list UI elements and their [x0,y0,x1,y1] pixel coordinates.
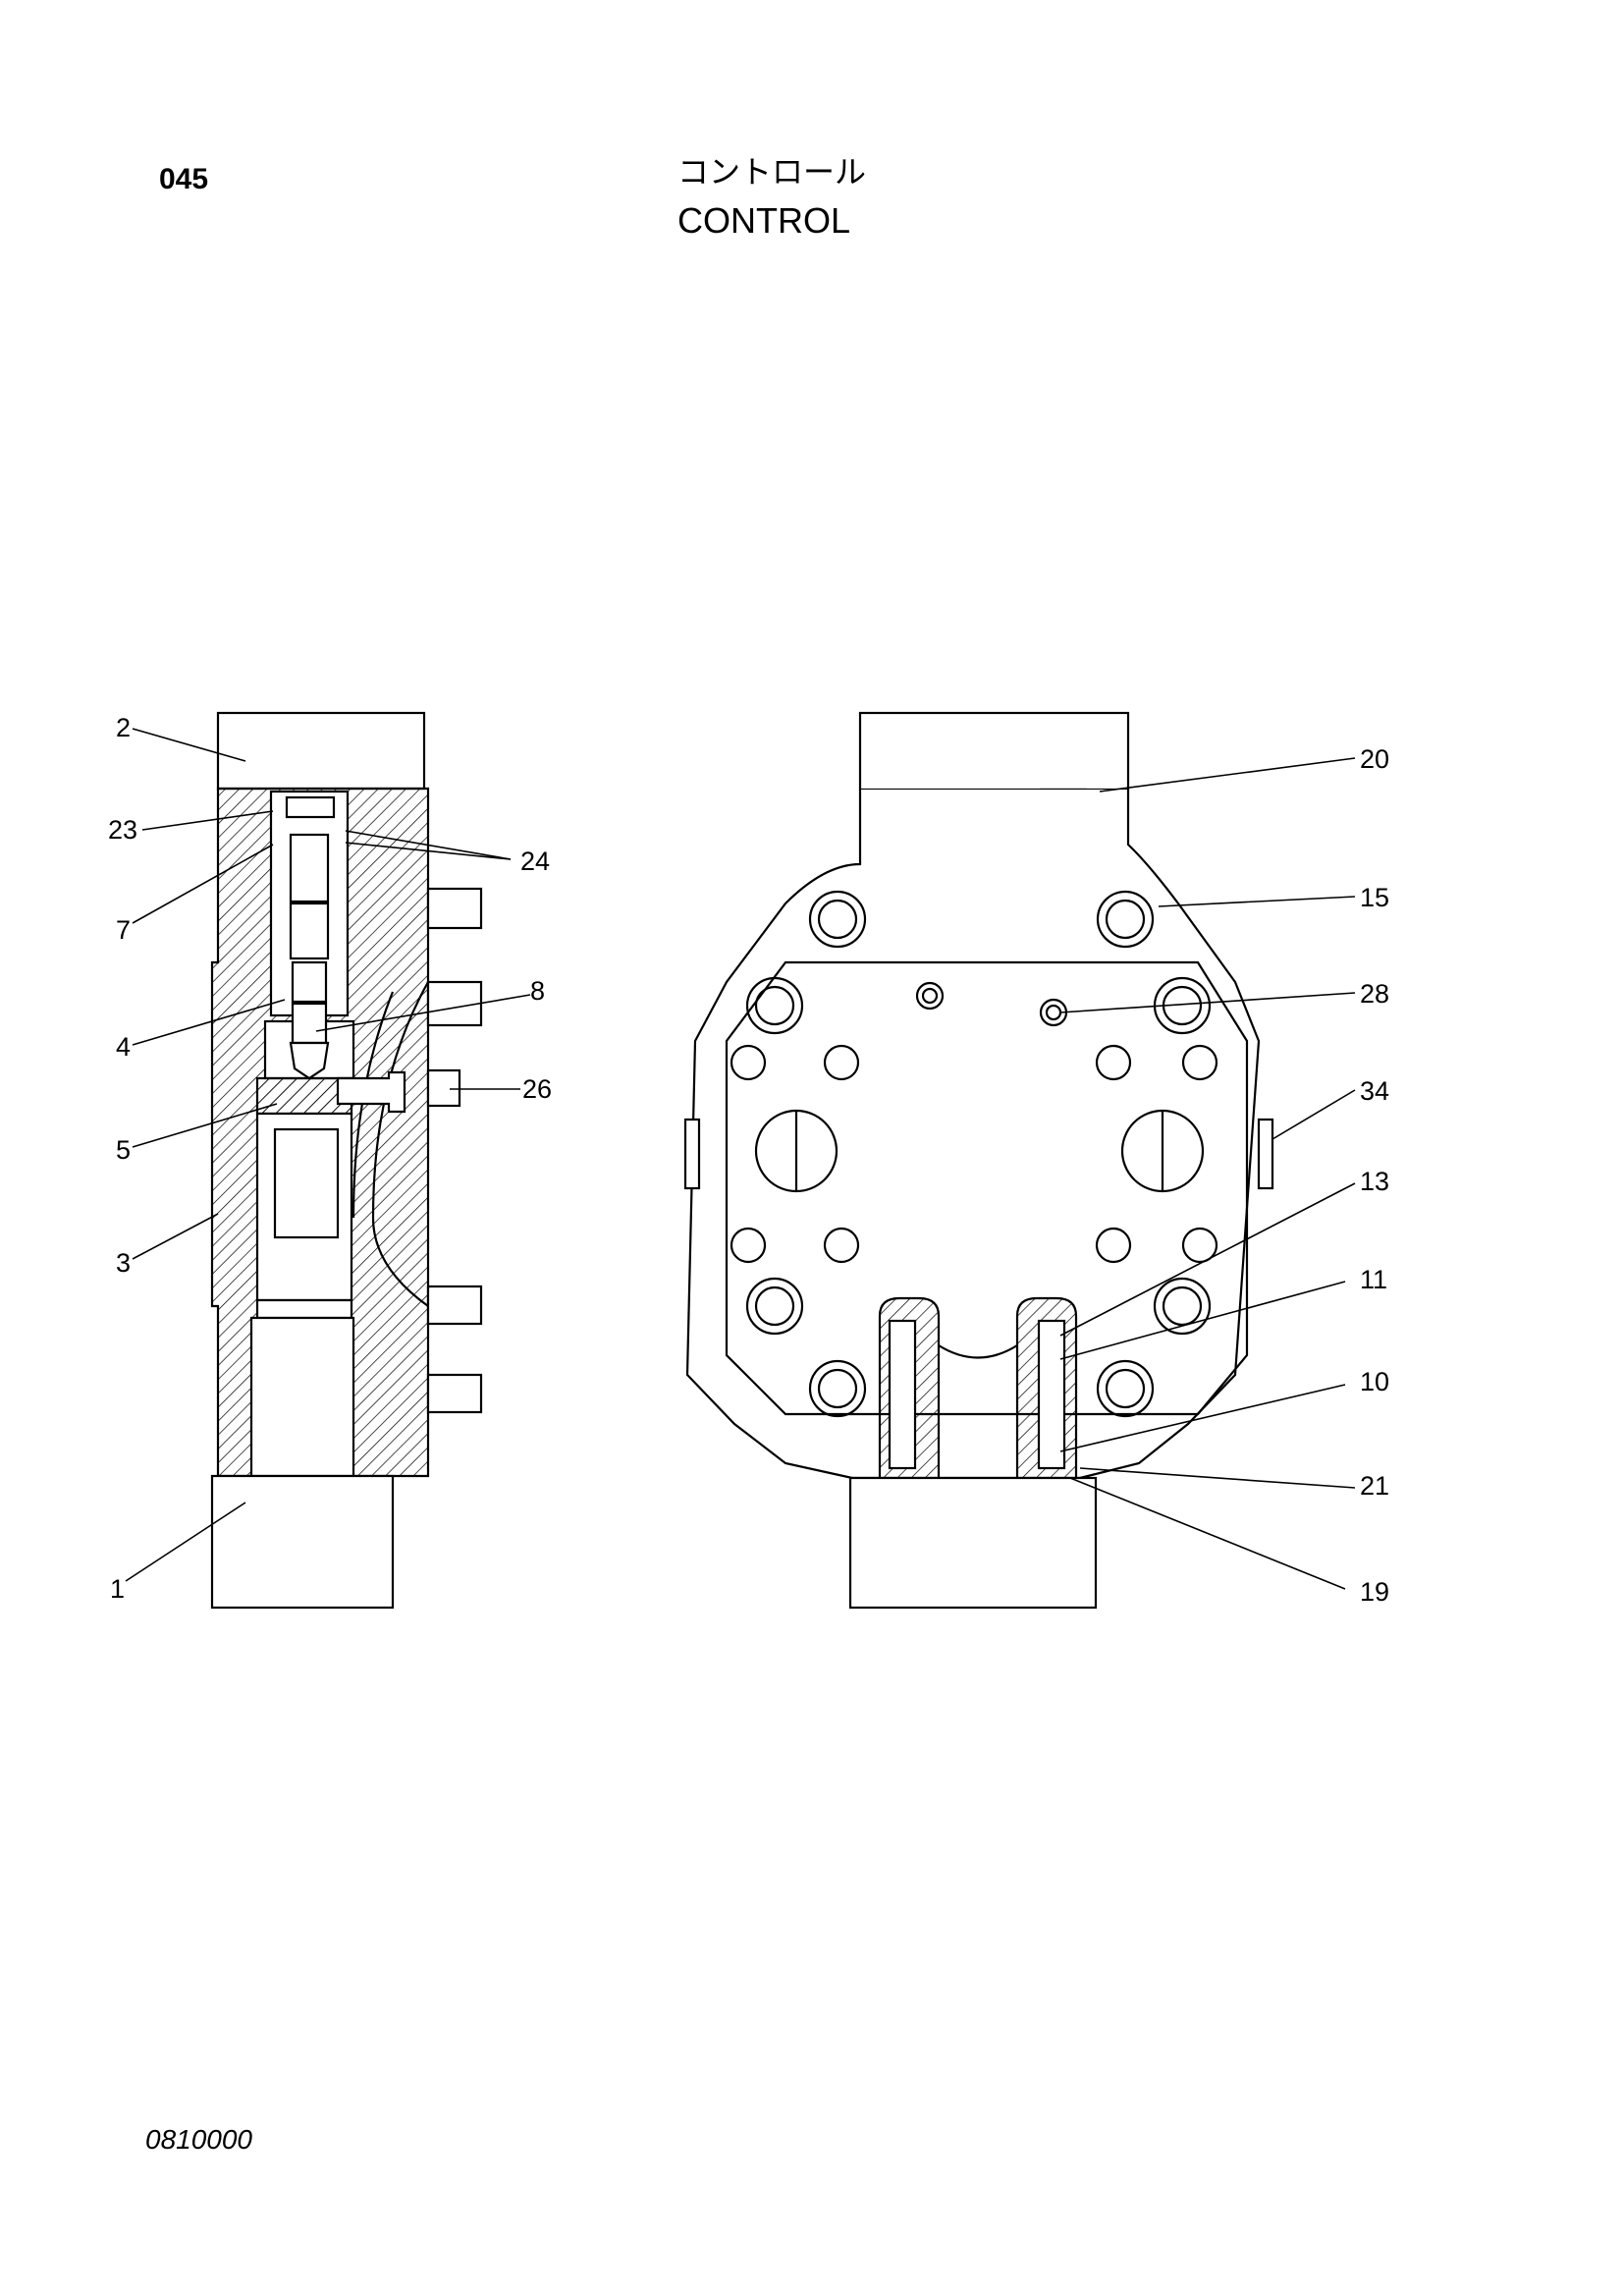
leader-lines [125,728,1356,1590]
callout-8: 8 [530,976,545,1006]
bottom-block [848,1476,1098,1610]
bolt-heads [745,890,1212,1418]
callout-3: 3 [116,1248,131,1278]
callout-5: 5 [116,1135,131,1165]
top-cap [216,711,426,791]
top-block [858,711,1130,792]
title-english: CONTROL [677,200,851,241]
callout-2: 2 [116,713,131,742]
callout-4: 4 [116,1032,131,1062]
callout-15: 15 [1360,883,1389,912]
callout-28: 28 [1360,979,1389,1009]
callout-7: 7 [116,915,131,945]
callout-11: 11 [1360,1265,1387,1294]
callout-10: 10 [1360,1367,1389,1396]
callout-20: 20 [1360,744,1389,774]
callout-1: 1 [110,1574,125,1604]
callout-21: 21 [1360,1471,1389,1501]
bottom-cap [210,1474,395,1610]
callout-labels: 2 23 24 7 8 4 26 5 3 1 20 15 28 34 13 11… [108,713,1389,1607]
right-plan-view [683,711,1274,1610]
title-japanese: コントロール [677,153,867,191]
callout-24: 24 [520,847,550,876]
callout-23: 23 [108,815,137,845]
document-code: 0810000 [145,2124,253,2155]
plate-outline [685,790,1261,1480]
left-section-view [210,711,483,1610]
callout-13: 13 [1360,1167,1389,1196]
callout-34: 34 [1360,1076,1389,1106]
callout-26: 26 [522,1074,552,1104]
page-number: 045 [159,163,209,195]
callout-19: 19 [1360,1577,1389,1607]
